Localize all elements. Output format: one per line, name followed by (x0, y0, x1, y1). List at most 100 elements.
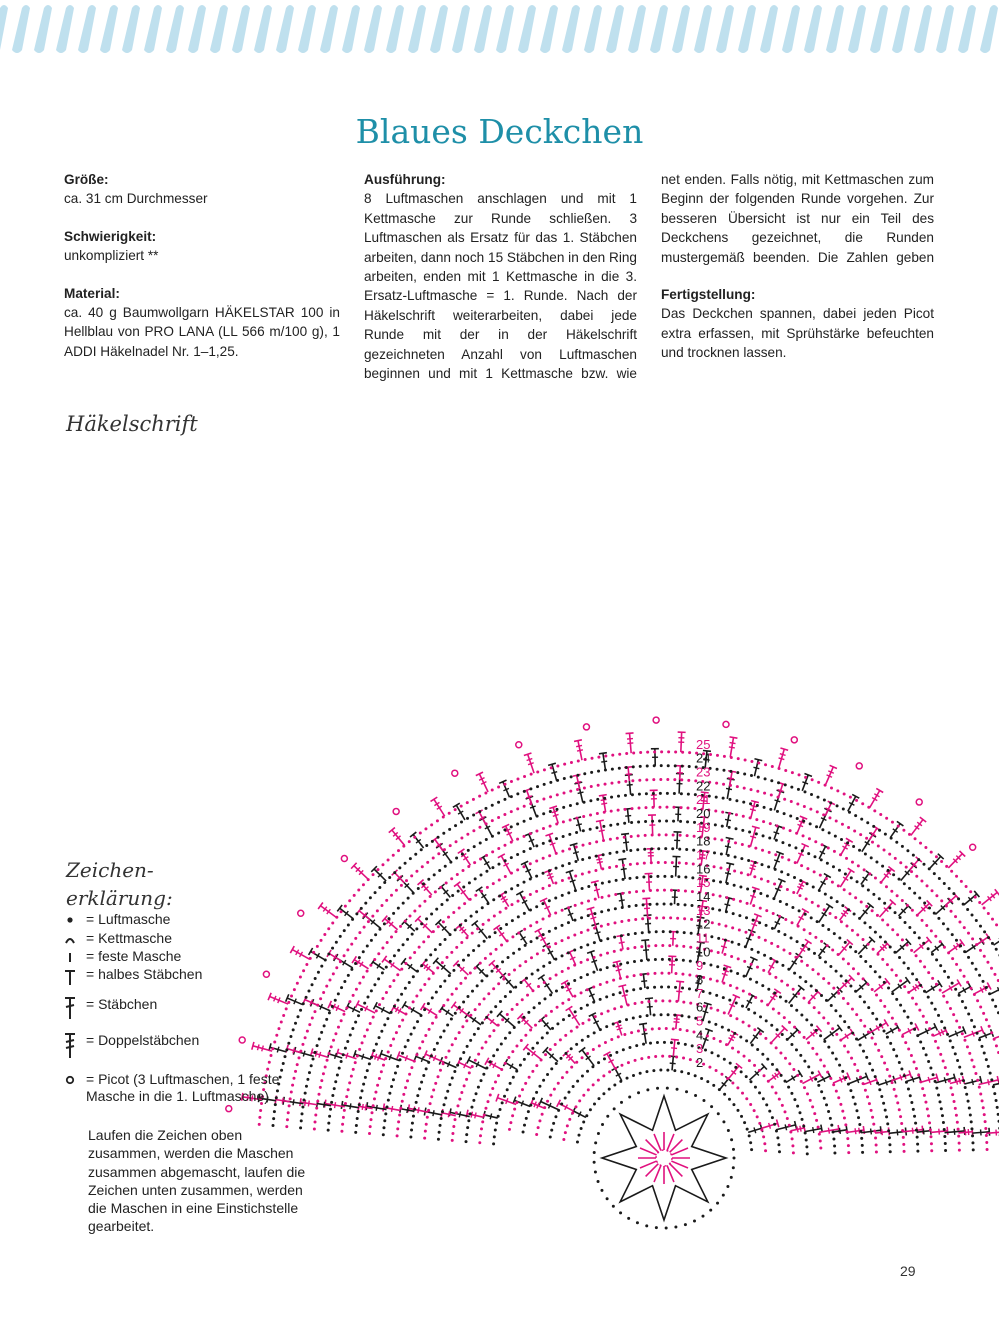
chain-dot (283, 1055, 287, 1059)
chain-dot (447, 1049, 451, 1053)
chain-dot (436, 1137, 440, 1141)
chain-dot (993, 1092, 997, 1096)
chain-dot (925, 1107, 929, 1111)
chain-dot (721, 810, 725, 814)
stitch-bar (854, 1128, 857, 1135)
chain-dot (582, 814, 586, 818)
chain-dot (327, 1052, 331, 1056)
chain-dot (536, 770, 540, 774)
chain-dot (548, 869, 552, 873)
chain-dot (803, 1086, 807, 1090)
chain-dot (902, 1009, 906, 1013)
chain-dot (348, 1000, 352, 1004)
chain-dot (819, 1146, 823, 1150)
chain-dot (823, 1039, 827, 1043)
chain-dot (952, 1013, 956, 1017)
chain-dot (575, 831, 579, 835)
chain-dot (949, 1086, 953, 1090)
stitch-bar (695, 982, 702, 985)
chain-dot (954, 915, 958, 919)
chain-dot (704, 1048, 708, 1052)
stitch-bar (422, 923, 428, 929)
chain-dot (350, 967, 354, 971)
chain-dot (392, 911, 396, 915)
chain-dot (436, 966, 440, 970)
chain-dot (819, 858, 823, 862)
chain-dot (468, 1112, 472, 1116)
chain-dot (870, 840, 874, 844)
stitch-bar (498, 932, 505, 937)
chain-dot (712, 865, 716, 869)
stitch-top (642, 897, 651, 900)
chain-dot (677, 875, 681, 879)
chain-dot (887, 1136, 891, 1140)
chain-dot (696, 1002, 700, 1006)
chain-dot (424, 1122, 428, 1126)
chain-dot (738, 914, 742, 918)
stitch-bar (479, 815, 486, 820)
chain-dot (605, 1025, 609, 1029)
chain-dot (670, 874, 674, 878)
chain-dot (567, 876, 571, 880)
chain-dot (964, 884, 968, 888)
chain-dot (393, 1071, 397, 1075)
stitch-bar (767, 1122, 772, 1129)
chain-dot (764, 1149, 768, 1153)
chain-dot (341, 1122, 345, 1126)
chain-dot (631, 765, 635, 769)
stitch-bar (868, 1079, 872, 1086)
chain-dot (294, 1069, 298, 1073)
chain-dot (885, 1115, 889, 1119)
chain-dot (740, 1114, 744, 1118)
chain-dot (567, 862, 571, 866)
chain-dot (814, 1028, 818, 1032)
chain-dot (575, 816, 579, 820)
chain-dot (381, 1133, 385, 1137)
chain-dot (720, 1072, 724, 1076)
chain-dot (886, 1122, 890, 1126)
chain-dot (441, 1062, 445, 1066)
banner-stripe (496, 5, 514, 53)
chain-dot (858, 848, 862, 852)
chain-dot (457, 1006, 461, 1010)
chain-dot (789, 1004, 793, 1008)
chain-dot (579, 945, 583, 949)
stitch-bar (277, 997, 281, 1004)
chain-dot (794, 846, 798, 850)
chain-dot (603, 782, 607, 786)
stitch-bar (362, 912, 367, 918)
chain-dot (427, 877, 431, 881)
chain-dot (403, 986, 407, 990)
legend-item: = Luftmasche (60, 910, 320, 930)
chain-dot (442, 1103, 446, 1107)
chain-dot (390, 935, 394, 939)
chain-dot (706, 1080, 710, 1084)
picot (915, 798, 923, 806)
chain-dot (335, 1073, 339, 1077)
chain-dot (948, 1006, 952, 1010)
chain-dot (266, 1067, 270, 1071)
chain-dot (983, 1120, 987, 1124)
chain-dot (459, 804, 463, 808)
chain-dot (648, 1041, 652, 1045)
chain-dot (743, 758, 747, 762)
chain-dot (453, 808, 457, 812)
chain-dot (494, 947, 498, 951)
chain-dot (816, 1125, 820, 1129)
chain-dot (632, 1073, 636, 1077)
stitch-bar (923, 903, 929, 910)
chain-dot (432, 1048, 436, 1052)
stitch-bar (774, 920, 781, 925)
chain-dot (460, 1090, 464, 1094)
chain-dot (829, 786, 833, 790)
chain-dot (357, 1014, 361, 1018)
chain-dot (593, 1170, 597, 1174)
chain-dot (849, 984, 853, 988)
stitch-top (797, 984, 805, 991)
stitch-top (515, 890, 524, 896)
chain-dot (700, 793, 704, 797)
chain-dot (753, 1011, 757, 1015)
chain-dot (488, 935, 492, 939)
stitch-bar (598, 829, 605, 832)
chain-dot (821, 923, 825, 927)
